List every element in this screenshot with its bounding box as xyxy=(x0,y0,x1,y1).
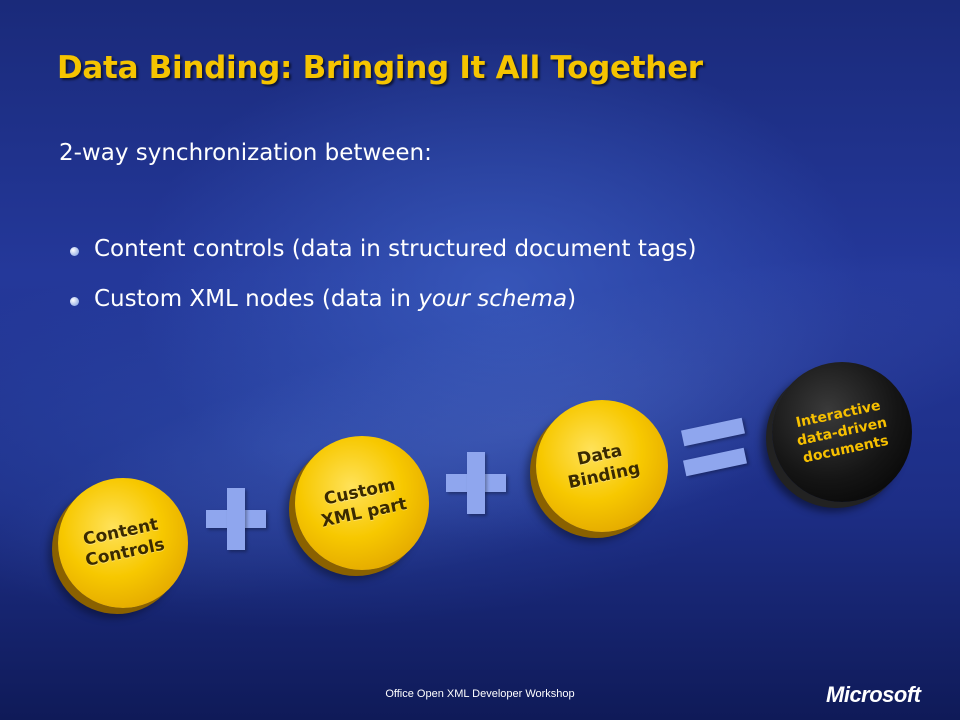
disc-label: Data Binding xyxy=(566,440,642,494)
bullet-list: Content controls (data in structured doc… xyxy=(64,236,696,336)
microsoft-logo: Microsoft xyxy=(826,682,921,707)
content-controls-disc: Content Controls xyxy=(58,478,188,608)
result-disc: Interactive data-driven documents xyxy=(772,362,912,502)
bullet-item: Content controls (data in structured doc… xyxy=(64,236,696,286)
slide-subtitle: 2-way synchronization between: xyxy=(59,140,432,166)
plus-icon xyxy=(206,488,266,550)
bullet-text-post: ) xyxy=(567,286,577,312)
bullet-icon xyxy=(70,247,79,256)
data-binding-disc: Data Binding xyxy=(536,400,668,532)
bullet-text-pre: Custom XML nodes (data in xyxy=(94,286,419,312)
disc-label: Custom XML part xyxy=(319,474,409,532)
slide-title: Data Binding: Bringing It All Together xyxy=(57,50,703,86)
disc-label: Content Controls xyxy=(81,514,167,571)
bullet-text: Content controls (data in structured doc… xyxy=(94,236,697,262)
bullet-item: Custom XML nodes (data in your schema) xyxy=(64,286,696,336)
bullet-icon xyxy=(70,297,79,306)
plus-icon xyxy=(446,452,506,514)
result-disc-label: Interactive data-driven documents xyxy=(794,397,890,467)
bullet-text-emphasis: your schema xyxy=(418,286,568,312)
footer-text: Office Open XML Developer Workshop xyxy=(385,688,575,700)
equals-icon xyxy=(681,417,747,478)
custom-xml-part-disc: Custom XML part xyxy=(295,436,429,570)
